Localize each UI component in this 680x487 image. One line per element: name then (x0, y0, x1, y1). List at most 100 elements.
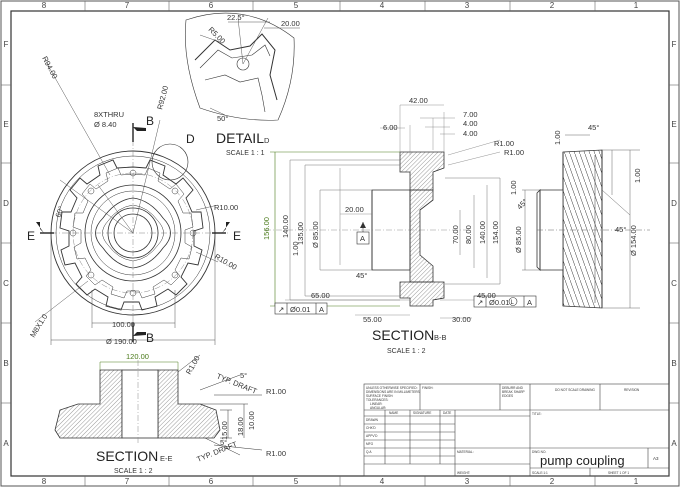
bb-dim-4b: 4.00 (463, 129, 478, 138)
zone-row-f-right: F (672, 40, 677, 49)
zone-col-2-top: 2 (550, 1, 555, 10)
bb-dim-65: 65.00 (311, 291, 330, 300)
bb-datum-a: A (360, 234, 365, 243)
bb-fcf2-symbol: ↗ (477, 298, 483, 307)
section-bb-letter: B-B (434, 333, 447, 342)
dim-r10-bottom: R10.00 (213, 252, 238, 272)
dim-8xthru: 8XTHRU (94, 110, 124, 119)
side-dim-45-b: 45° (615, 225, 626, 234)
ee-dim-r1a: R1.00 (184, 354, 202, 376)
bb-dim-156: 156.00 (262, 217, 271, 240)
bb-dim-1: 1.00 (291, 241, 300, 256)
bb-dim-r1a: R1.00 (494, 139, 514, 148)
section-ee-scale: SCALE 1 : 2 (114, 468, 153, 475)
side-dim-1c: 1.00 (553, 130, 562, 145)
bb-fcf1-tol: Ø0.01 (290, 305, 310, 314)
bb-dim-140b: 140.00 (478, 221, 487, 244)
bb-dim-55: 55.00 (363, 315, 382, 324)
bb-dim-45: 45.00 (477, 291, 496, 300)
dim-r94: R94.00 (40, 55, 59, 81)
detail-view (184, 12, 300, 121)
tb-header-name: NAME (389, 411, 398, 415)
section-bb-title: SECTION (372, 327, 434, 343)
zone-row-c-left: C (3, 279, 9, 288)
bb-fcf2-mod: L (511, 300, 515, 306)
zone-col-1-top: 1 (634, 1, 639, 10)
tb-dwg-label: DWG NO. (532, 450, 546, 454)
dim-thread: M8X1.0 (28, 312, 49, 339)
zone-col-6-bottom: 6 (209, 477, 214, 486)
title-block (363, 383, 670, 477)
tb-scale: SCALE:1:1 (532, 471, 548, 475)
zone-row-a-right: A (671, 439, 677, 448)
tb-row-qa: Q.A (366, 450, 372, 454)
side-dim-85: Ø 85.00 (514, 226, 523, 253)
detail-mark-d: D (186, 132, 195, 146)
bb-fcf1-symbol: ↗ (278, 305, 284, 314)
bb-dim-7: 7.00 (463, 110, 478, 119)
tb-note-5: ANGULAR: (370, 406, 386, 410)
detail-title: DETAIL (216, 130, 264, 146)
zone-row-e-left: E (3, 120, 8, 129)
ee-dim-10: 10.00 (247, 411, 256, 430)
section-bb-scale: SCALE 1 : 2 (387, 348, 426, 355)
ee-dim-typ2: 5° (220, 438, 227, 447)
bb-dim-70: 70.00 (451, 225, 460, 244)
ee-dim-18: 18.00 (236, 417, 245, 436)
zone-col-7-top: 7 (125, 1, 130, 10)
bb-dim-r1b: R1.00 (504, 148, 524, 157)
tb-note-3: TOLERANCES: (366, 398, 389, 402)
zone-row-b-right: B (671, 359, 676, 368)
zone-row-d-left: D (3, 199, 9, 208)
detail-dim-50: 50° (217, 114, 228, 123)
bb-dim-42: 42.00 (409, 96, 428, 105)
detail-scale: SCALE 1 : 1 (226, 150, 265, 157)
zone-col-4-bottom: 4 (380, 477, 385, 486)
tb-note-2: SURFACE FINISH: (366, 394, 393, 398)
title-block-text: UNLESS OTHERWISE SPECIFIED: DIMENSIONS A… (366, 386, 659, 475)
tb-row-drawn: DRAWN (366, 418, 379, 422)
tb-size: A3 (653, 456, 659, 461)
zone-row-b-left: B (3, 359, 8, 368)
detail-labels: 22.5° 20.00 R5.00 50° DETAIL D SCALE 1 :… (207, 13, 300, 157)
bb-fcf2-tol: Ø0.01 (489, 298, 509, 307)
side-dim-154: Ø 154.00 (629, 225, 638, 256)
zone-col-6-top: 6 (209, 1, 214, 10)
bb-dim-80: 80.00 (464, 225, 473, 244)
bb-dim-154: 154.00 (491, 221, 500, 244)
tb-sheet: SHEET 1 OF 1 (608, 471, 629, 475)
side-dim-45-mid: 45° (515, 197, 529, 211)
tb-header-signature: SIGNATURE (413, 411, 431, 415)
ee-dim-15: 15.00 (220, 421, 229, 440)
zone-row-f-left: F (4, 40, 9, 49)
tb-do-not-scale: DO NOT SCALE DRAWING (555, 388, 595, 392)
section-ee-title: SECTION (96, 448, 158, 464)
dim-r92: R92.00 (155, 85, 170, 111)
ee-dim-typ1: 5° (240, 371, 247, 380)
zone-row-e-right: E (671, 120, 676, 129)
side-dim-45-top: 45° (588, 123, 599, 132)
tb-note-0: UNLESS OTHERWISE SPECIFIED: (366, 386, 418, 390)
dim-r10-top: R10.00 (214, 203, 238, 212)
bb-dim-30: 30.00 (452, 315, 471, 324)
zone-col-5-top: 5 (294, 1, 299, 10)
detail-dim-r5: R5.00 (207, 25, 228, 46)
detail-dim-20: 20.00 (281, 19, 300, 28)
bb-dim-45deg: 45° (356, 271, 367, 280)
zone-row-a-left: A (3, 439, 9, 448)
tb-title-label: TITLE: (532, 412, 542, 416)
zone-col-1-bottom: 1 (634, 477, 639, 486)
section-mark-b-top: B (146, 114, 154, 128)
drawing-title: pump coupling (540, 453, 625, 468)
ee-dim-r1c: R1.00 (266, 449, 286, 458)
tb-row-mfg: MFG (366, 442, 374, 446)
tb-deburr-1: BREAK SHARP (502, 390, 525, 394)
zone-col-2-bottom: 2 (550, 477, 555, 486)
tb-deburr-0: DEBURR AND (502, 386, 524, 390)
side-dim-1b: 1.00 (633, 168, 642, 183)
dim-100: 100.00 (112, 320, 135, 329)
zone-col-8-top: 8 (42, 1, 47, 10)
ee-dim-r1b: R1.00 (266, 387, 286, 396)
